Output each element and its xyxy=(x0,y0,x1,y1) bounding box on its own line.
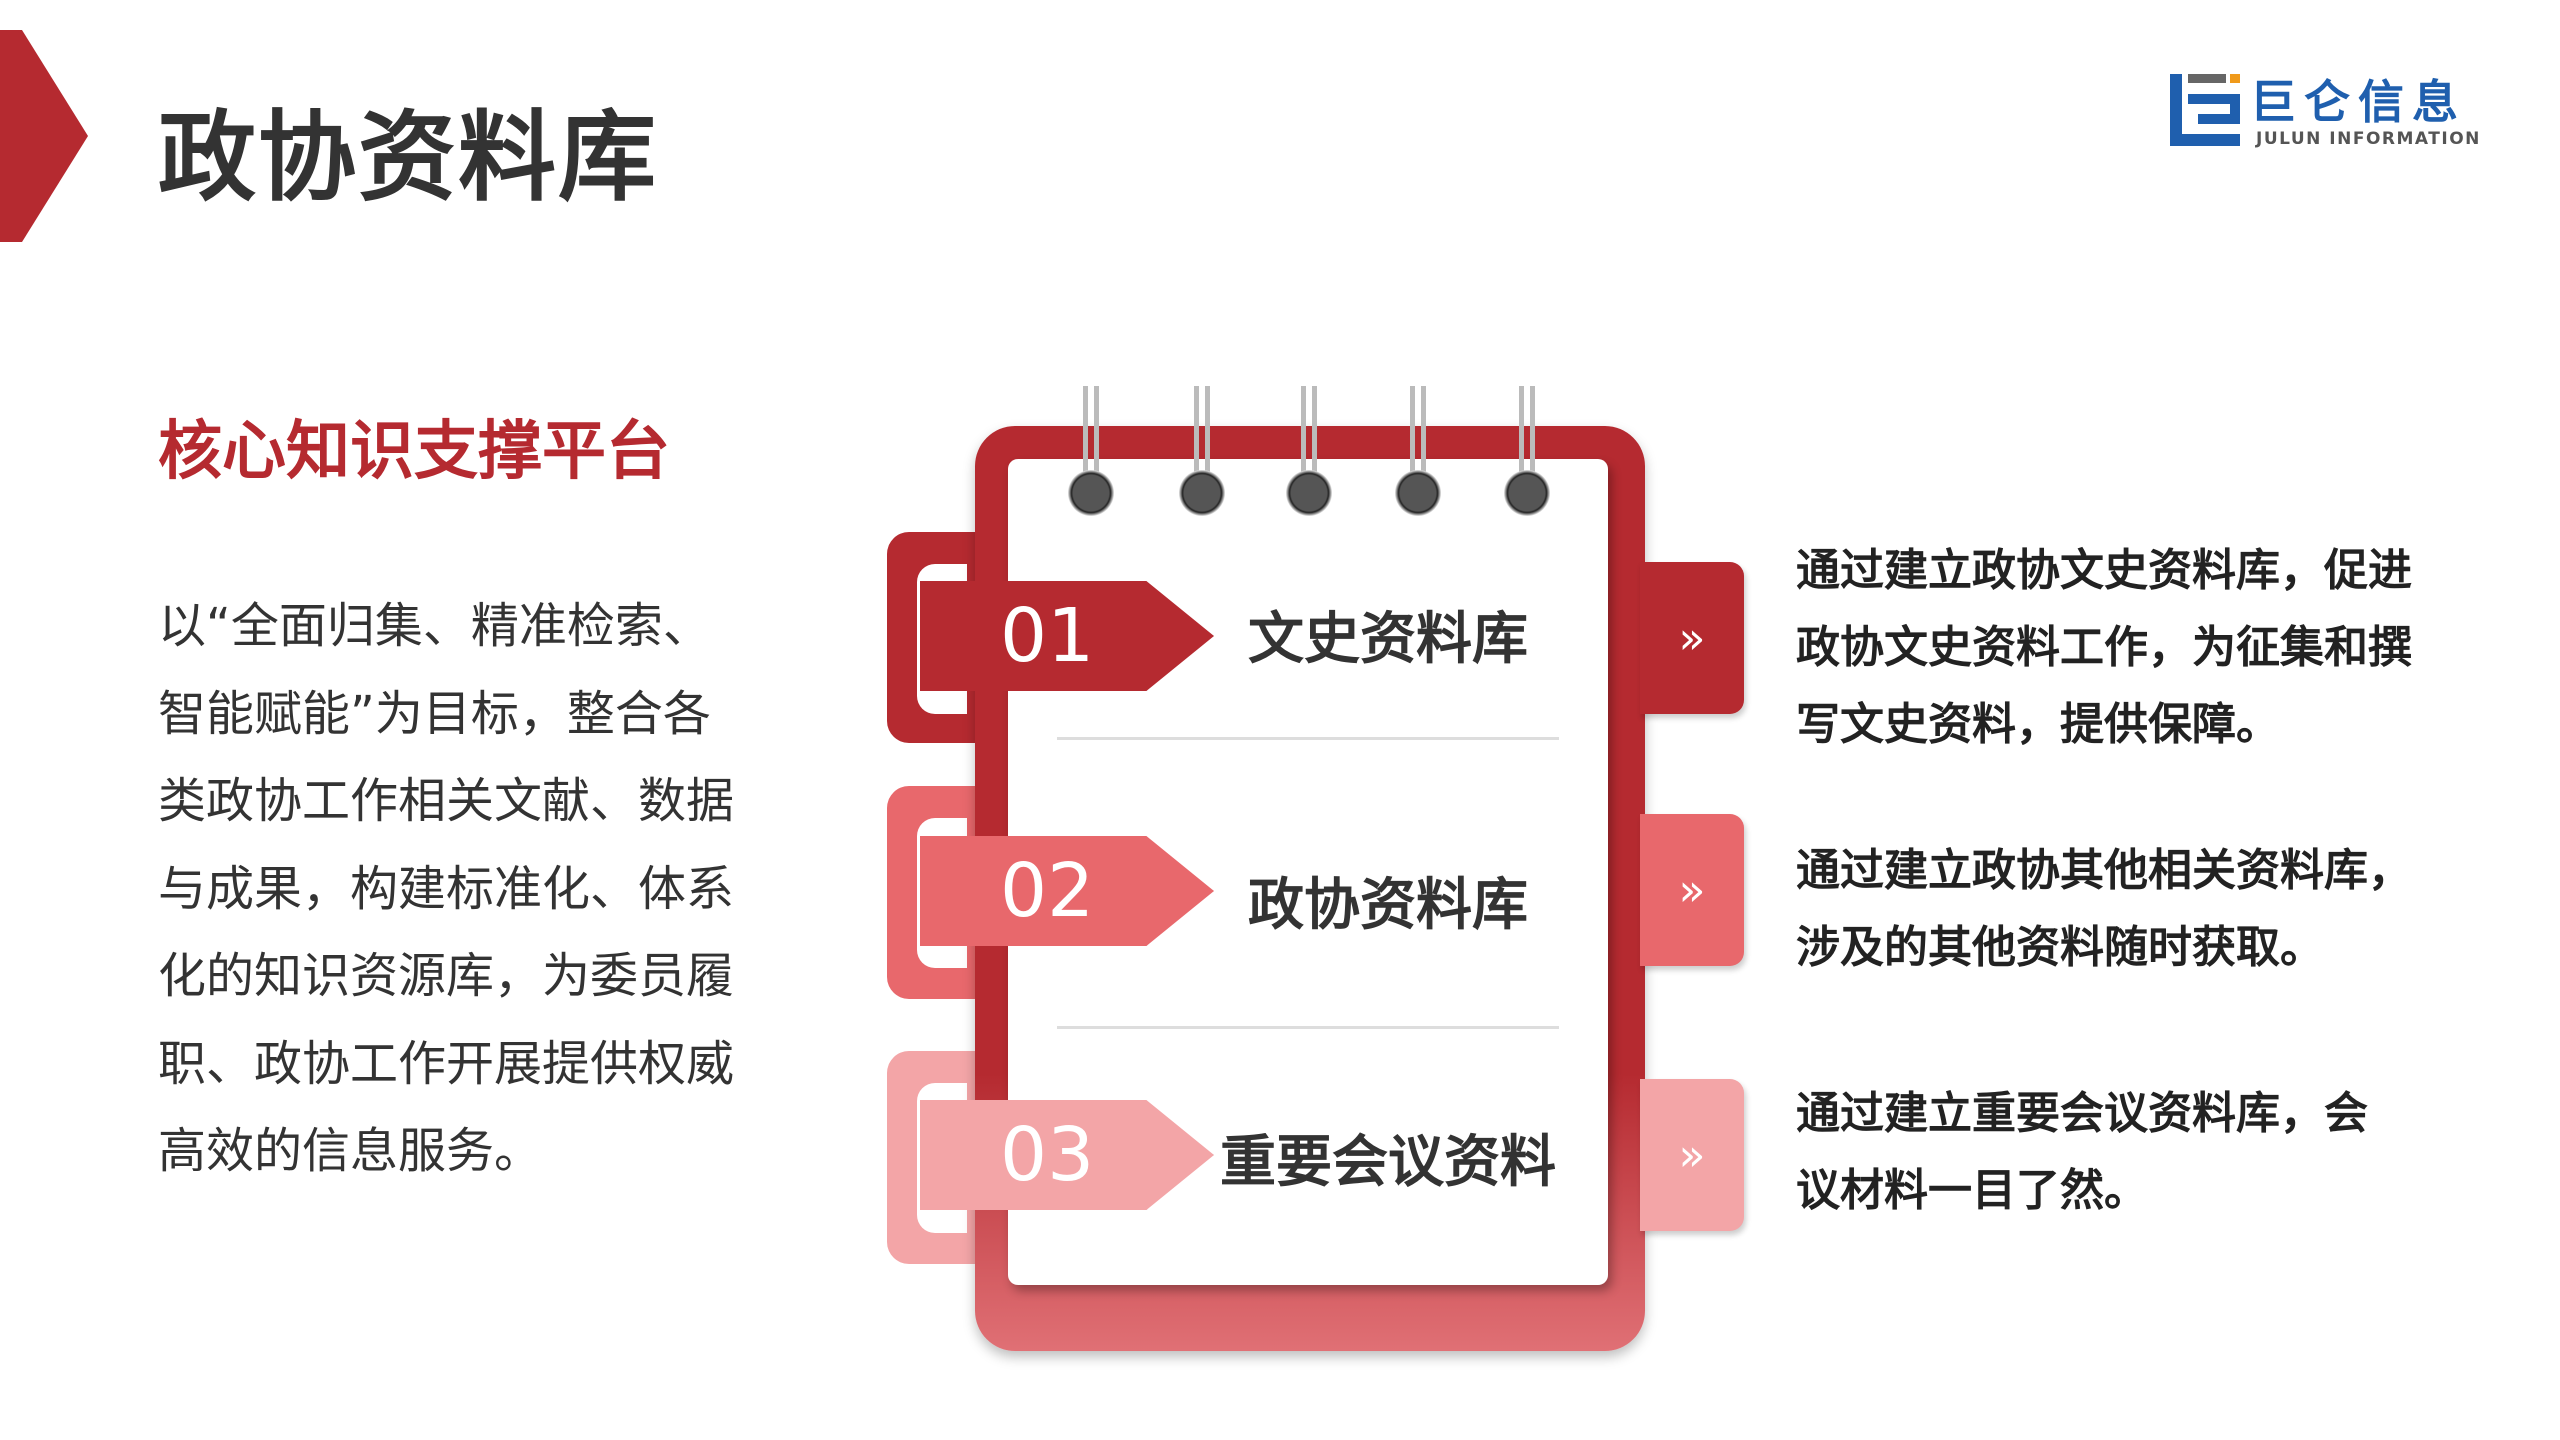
divider xyxy=(1057,737,1559,740)
item-02-description: 通过建立政协其他相关资料库，涉及的其他资料随时获取。 xyxy=(1796,845,2412,973)
section-subtitle: 核心知识支撑平台 xyxy=(158,415,670,489)
company-logo: 巨仑信息 JULUN INFORMATION xyxy=(2170,72,2490,152)
ring-wire xyxy=(1301,386,1317,501)
item-02-title: 政协资料库 xyxy=(1248,873,1528,938)
logo-en: JULUN INFORMATION xyxy=(2255,129,2481,149)
header-chevron-decoration xyxy=(0,30,88,242)
ring-wire xyxy=(1083,386,1099,501)
logo-cn: 巨仑信息 xyxy=(2250,75,2466,129)
ring-wire xyxy=(1519,386,1535,501)
binder-ring-icon xyxy=(1286,470,1332,516)
binder-ring-icon xyxy=(1504,470,1550,516)
item-03-number: 03 xyxy=(920,1100,1214,1210)
item-02-number: 02 xyxy=(920,836,1214,946)
item-03-title: 重要会议资料 xyxy=(1220,1130,1556,1195)
binder-ring-icon xyxy=(1395,470,1441,516)
binder-ring-icon xyxy=(1179,470,1225,516)
ring-wire xyxy=(1410,386,1426,501)
item-03-description: 通过建立重要会议资料库，会议材料一目了然。 xyxy=(1796,1088,2368,1216)
binder-ring-icon xyxy=(1068,470,1114,516)
page-title: 政协资料库 xyxy=(158,101,659,215)
divider xyxy=(1057,1026,1559,1029)
item-01-description: 通过建立政协文史资料库，促进政协文史资料工作，为征集和撰写文史资料，提供保障。 xyxy=(1796,545,2412,750)
double-chevron-icon: » xyxy=(1640,562,1744,714)
ring-wire xyxy=(1194,386,1210,501)
item-01-number: 01 xyxy=(920,581,1214,691)
double-chevron-icon: » xyxy=(1640,814,1744,966)
section-description: 以“全面归集、精准检索、智能赋能”为目标，整合各类政协工作相关文献、数据与成果，… xyxy=(158,598,735,1179)
double-chevron-icon: » xyxy=(1640,1079,1744,1231)
item-01-title: 文史资料库 xyxy=(1248,607,1528,672)
